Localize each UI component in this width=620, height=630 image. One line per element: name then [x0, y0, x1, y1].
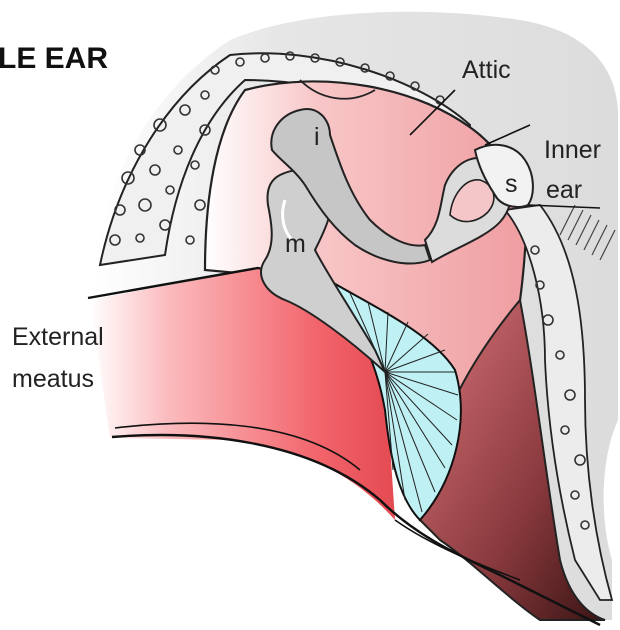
label-external-line1: External [12, 323, 104, 351]
label-attic: Attic [462, 56, 511, 84]
label-external-line2: meatus [12, 365, 94, 393]
label-malleus: m [285, 230, 306, 258]
label-stapes: s [505, 170, 518, 198]
label-inner-line2: ear [546, 176, 582, 204]
diagram-title: LE EAR [0, 42, 108, 75]
label-incus: i [314, 123, 320, 151]
label-inner-line1: Inner [544, 136, 601, 164]
